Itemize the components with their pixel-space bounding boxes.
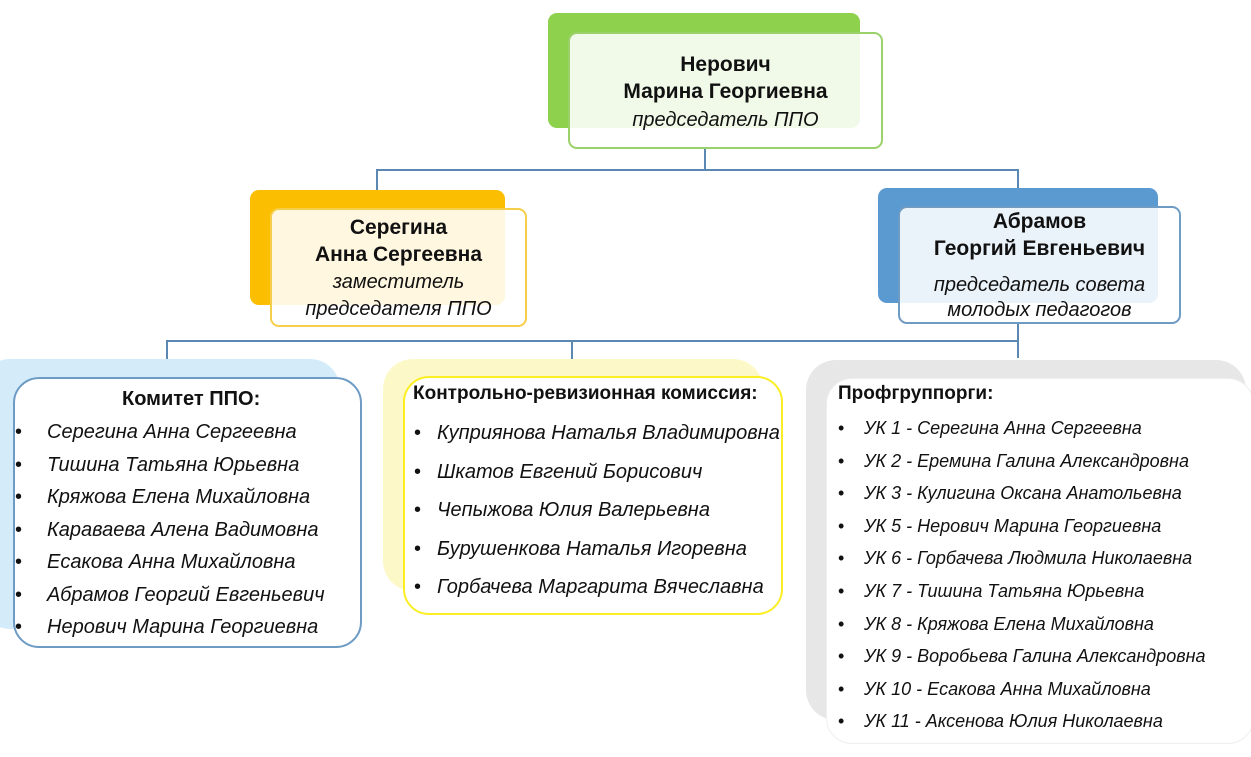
young-council-surname: Абрамов: [992, 210, 1087, 233]
member-name: Есакова Анна Михайловна: [47, 551, 296, 573]
bullet-icon: •: [15, 453, 23, 476]
list-item: • Куприянова Наталья Владимировна: [414, 418, 780, 457]
bullet-icon: •: [838, 580, 845, 601]
deputy-card: Серегина Анна Сергеевна заместитель пред…: [270, 208, 527, 327]
audit-title: Контрольно-ревизионная комиссия:: [413, 383, 758, 404]
chairman-name: Марина Георгиевна: [623, 80, 828, 103]
young-council-role-line2: молодых педагогов: [947, 299, 1132, 321]
bullet-icon: •: [414, 460, 422, 483]
organizer-entry: УК 1 - Серегина Анна Сергеевна: [864, 418, 1142, 438]
list-item: • УК 9 - Воробьева Галина Александровна: [838, 642, 1206, 675]
bullet-icon: •: [15, 551, 23, 573]
list-item: • Серегина Анна Сергеевна: [15, 418, 325, 451]
bullet-icon: •: [838, 515, 845, 536]
organizer-entry: УК 8 - Кряжова Елена Михайловна: [864, 613, 1154, 634]
bullet-icon: •: [15, 583, 23, 606]
list-item: • Нерович Марина Георгиевна: [15, 613, 325, 646]
bullet-icon: •: [15, 616, 23, 638]
organizer-entry: УК 11 - Аксенова Юлия Николаевна: [864, 711, 1163, 732]
bullet-icon: •: [838, 678, 845, 699]
connector-to-committee: [166, 340, 168, 359]
young-council-card: Абрамов Георгий Евгеньевич председатель …: [898, 206, 1181, 324]
list-item: • УК 6 - Горбачева Людмила Николаевна: [838, 544, 1206, 577]
bullet-icon: •: [414, 537, 422, 560]
bullet-icon: •: [838, 450, 845, 471]
list-item: • УК 8 - Кряжова Елена Михайловна: [838, 610, 1206, 643]
bullet-icon: •: [15, 421, 23, 443]
member-name: Бурушенкова Наталья Игоревна: [437, 537, 747, 560]
member-name: Серегина Анна Сергеевна: [47, 421, 297, 443]
member-name: Нерович Марина Георгиевна: [47, 616, 319, 638]
bullet-icon: •: [838, 483, 845, 504]
list-item: • Кряжова Елена Михайловна: [15, 483, 325, 516]
member-name: Шкатов Евгений Борисович: [437, 460, 703, 483]
bullet-icon: •: [414, 576, 422, 598]
list-item: • УК 11 - Аксенова Юлия Николаевна: [838, 707, 1206, 740]
deputy-role-line1: заместитель: [332, 271, 465, 293]
list-item: • УК 3 - Кулигина Оксана Анатольевна: [838, 479, 1206, 512]
organizer-entry: УК 3 - Кулигина Оксана Анатольевна: [864, 483, 1182, 504]
bullet-icon: •: [414, 499, 422, 521]
bullet-icon: •: [838, 418, 845, 438]
organizer-entry: УК 7 - Тишина Татьяна Юрьевна: [864, 580, 1145, 601]
young-council-name: Георгий Евгеньевич: [933, 237, 1146, 260]
organizer-entry: УК 9 - Воробьева Галина Александровна: [864, 646, 1206, 667]
member-name: Кряжова Елена Михайловна: [47, 486, 311, 508]
member-name: Горбачева Маргарита Вячеславна: [437, 576, 764, 598]
list-item: • Караваева Алена Вадимовна: [15, 516, 325, 549]
organizer-entry: УК 2 - Еремина Галина Александровна: [864, 450, 1189, 471]
bullet-icon: •: [838, 711, 845, 732]
committee-title: Комитет ППО:: [122, 388, 261, 410]
connector-to-young-council: [1017, 169, 1019, 189]
union-card: [826, 378, 1251, 744]
member-name: Куприянова Наталья Владимировна: [437, 422, 780, 444]
audit-card: [403, 376, 783, 615]
deputy-role-line2: председателя ППО: [305, 298, 492, 320]
bullet-icon: •: [838, 613, 845, 634]
member-name: Абрамов Георгий Евгеньевич: [47, 583, 325, 606]
list-item: • УК 1 - Серегина Анна Сергеевна: [838, 414, 1206, 447]
audit-list: • Куприянова Наталья Владимировна • Шкат…: [414, 418, 780, 611]
list-item: • УК 10 - Есакова Анна Михайловна: [838, 675, 1206, 708]
list-item: • Шкатов Евгений Борисович: [414, 457, 780, 496]
bullet-icon: •: [414, 422, 422, 444]
young-council-role-line1: председатель совета: [933, 274, 1146, 296]
organizer-entry: УК 6 - Горбачева Людмила Николаевна: [864, 548, 1193, 569]
connector-to-audit: [571, 340, 573, 359]
bullet-icon: •: [15, 486, 23, 508]
organizer-entry: УК 10 - Есакова Анна Михайловна: [864, 678, 1151, 699]
connector-chairman-down: [704, 148, 706, 170]
list-item: • Бурушенкова Наталья Игоревна: [414, 534, 780, 573]
chairman-surname: Нерович: [680, 53, 771, 76]
member-name: Караваева Алена Вадимовна: [47, 518, 319, 541]
connector-bottom-horizontal: [166, 340, 1019, 342]
list-item: • Есакова Анна Михайловна: [15, 548, 325, 581]
bullet-icon: •: [838, 548, 845, 569]
member-name: Тишина Татьяна Юрьевна: [47, 453, 300, 476]
connector-top-horizontal: [376, 169, 1019, 171]
list-item: • УК 5 - Нерович Марина Георгиевна: [838, 512, 1206, 545]
bullet-icon: •: [15, 518, 23, 541]
bullet-icon: •: [838, 646, 845, 667]
union-list: • УК 1 - Серегина Анна Сергеевна • УК 2 …: [838, 414, 1206, 740]
list-item: • УК 7 - Тишина Татьяна Юрьевна: [838, 577, 1206, 610]
connector-young-council-down: [1017, 322, 1019, 358]
chairman-card: Нерович Марина Георгиевна председатель П…: [568, 32, 883, 149]
member-name: Чепыжова Юлия Валерьевна: [437, 499, 710, 521]
union-title: Профгруппорги:: [838, 383, 994, 404]
list-item: • Горбачева Маргарита Вячеславна: [414, 572, 780, 611]
connector-to-deputy: [376, 169, 378, 191]
deputy-name: Анна Сергеевна: [314, 243, 483, 266]
committee-list: • Серегина Анна Сергеевна • Тишина Татья…: [15, 418, 325, 646]
organizer-entry: УК 5 - Нерович Марина Георгиевна: [864, 515, 1162, 536]
list-item: • Абрамов Георгий Евгеньевич: [15, 581, 325, 614]
list-item: • Тишина Татьяна Юрьевна: [15, 451, 325, 484]
deputy-surname: Серегина: [349, 216, 448, 239]
list-item: • Чепыжова Юлия Валерьевна: [414, 495, 780, 534]
list-item: • УК 2 - Еремина Галина Александровна: [838, 447, 1206, 480]
chairman-role: председатель ППО: [632, 109, 819, 131]
committee-card: [13, 377, 362, 648]
